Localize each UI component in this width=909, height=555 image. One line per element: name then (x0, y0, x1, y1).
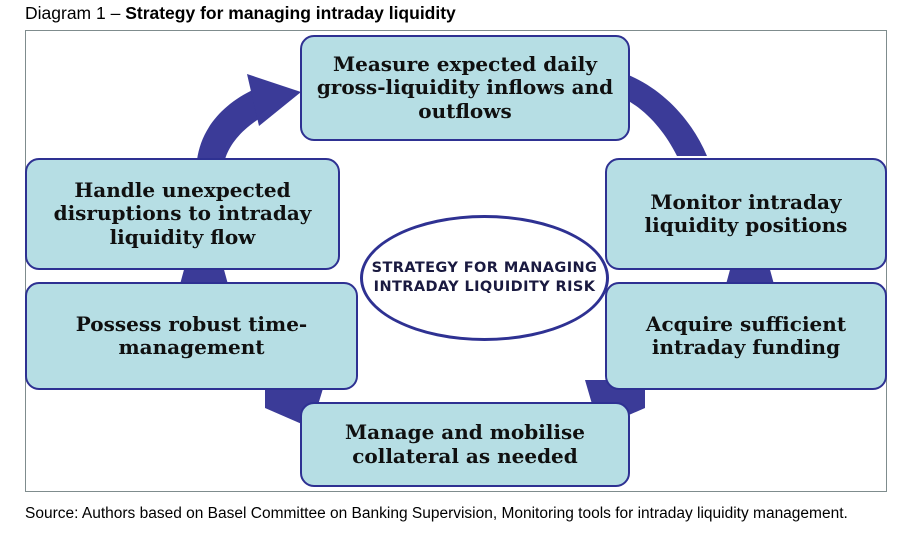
process-box-monitor-label: Monitor intraday liquidity positions (644, 189, 848, 237)
centre-ellipse: STRATEGY FOR MANAGING INTRADAY LIQUIDITY… (360, 215, 609, 341)
diagram-title: Diagram 1 – Strategy for managing intrad… (25, 3, 885, 27)
process-box-measure-label: Measure expected daily gross-liquidity i… (317, 53, 613, 123)
process-box-acquire-line-1: Acquire sufficient (645, 311, 847, 336)
process-box-handle-line-3: liquidity flow (109, 224, 256, 249)
process-box-handle-label: Handle unexpected disruptions to intrada… (54, 179, 312, 249)
diagram-title-prefix: Diagram 1 – (25, 3, 126, 23)
process-box-manage-line-2: collateral as needed (352, 443, 578, 468)
diagram-canvas: Measure expected daily gross-liquidity i… (25, 30, 887, 492)
process-box-measure-line-1: Measure expected daily (332, 52, 598, 77)
process-box-acquire[interactable]: Acquire sufficient intraday funding (605, 282, 887, 390)
centre-line-3: INTRADAY (373, 279, 460, 295)
process-box-monitor-line-2: liquidity positions (644, 213, 848, 237)
process-box-manage-label: Manage and mobilise collateral as needed (345, 420, 585, 468)
process-box-possess[interactable]: Possess robust time- management (25, 282, 358, 390)
connector-measure-to-monitor-icon (614, 74, 707, 156)
process-box-possess-label: Possess robust time- management (75, 311, 308, 359)
process-box-handle-line-2: disruptions to intraday (53, 201, 312, 226)
process-box-measure-line-2: gross-liquidity inflows and (316, 75, 614, 100)
process-box-handle-line-1: Handle unexpected (74, 178, 291, 203)
process-box-handle[interactable]: Handle unexpected disruptions to intrada… (25, 158, 340, 270)
source-note: Source: Authors based on Basel Committee… (25, 505, 848, 522)
process-box-manage[interactable]: Manage and mobilise collateral as needed (300, 402, 630, 487)
diagram-title-main: Strategy for managing intraday liquidity (125, 3, 456, 23)
process-box-possess-line-2: management (118, 335, 265, 359)
process-box-possess-line-1: Possess robust time- (75, 311, 308, 336)
process-box-measure[interactable]: Measure expected daily gross-liquidity i… (300, 35, 630, 141)
process-box-monitor-line-1: Monitor intraday (650, 189, 842, 214)
process-box-monitor[interactable]: Monitor intraday liquidity positions (605, 158, 887, 270)
process-box-acquire-line-2: intraday funding (651, 335, 841, 359)
centre-line-2: MANAGING (503, 260, 598, 277)
connector-handle-to-measure-icon (197, 74, 301, 164)
centre-line-1: STRATEGY FOR (371, 260, 499, 277)
process-box-acquire-label: Acquire sufficient intraday funding (645, 311, 847, 359)
centre-line-4: LIQUIDITY RISK (464, 279, 596, 295)
process-box-measure-line-3: outflows (418, 98, 512, 123)
centre-ellipse-label: STRATEGY FOR MANAGING INTRADAY LIQUIDITY… (363, 259, 606, 296)
process-box-manage-line-1: Manage and mobilise (345, 420, 585, 445)
